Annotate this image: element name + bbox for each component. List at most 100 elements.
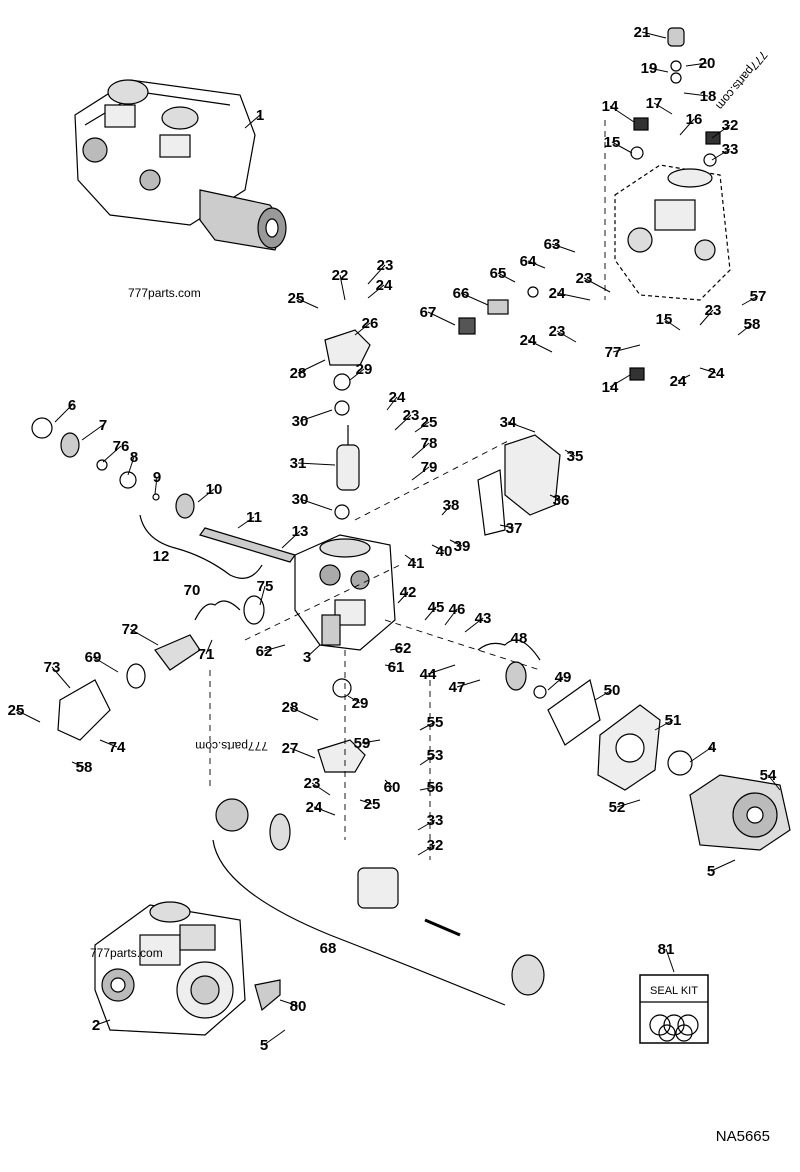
leader-line-35 xyxy=(564,449,576,457)
tandem-pump-assembly-illustration xyxy=(74,79,287,251)
callout-40: 40 xyxy=(436,543,453,560)
callout-79: 79 xyxy=(421,459,438,476)
gear-pump-illustration xyxy=(689,774,791,851)
leader-line-59 xyxy=(361,739,381,744)
callout-67: 67 xyxy=(420,304,437,321)
callout-35: 35 xyxy=(567,448,584,465)
callout-58b: 58 xyxy=(76,759,93,776)
pump-housing-illustration xyxy=(294,534,396,651)
callout-23b: 23 xyxy=(403,407,420,424)
leader-line-78 xyxy=(411,442,430,459)
callout-50: 50 xyxy=(604,682,621,699)
leader-line-42 xyxy=(397,591,409,604)
leader-line-71 xyxy=(205,639,213,655)
leader-line-75 xyxy=(259,585,266,606)
watermark: 777parts.com xyxy=(90,946,163,960)
bracket-80-illustration xyxy=(254,979,281,1012)
leader-line-24d xyxy=(527,339,553,353)
mounting-plate-illustration xyxy=(597,704,661,791)
callout-55: 55 xyxy=(427,714,444,731)
leader-line-24a xyxy=(367,284,385,299)
leader-line-67 xyxy=(427,311,456,326)
leader-line-76 xyxy=(102,445,122,463)
leader-line-7 xyxy=(81,424,104,441)
callout-30b: 30 xyxy=(292,491,309,508)
leader-line-6 xyxy=(54,404,73,423)
leader-line-79 xyxy=(411,466,430,481)
leader-line-62a xyxy=(263,644,286,652)
leader-line-33b xyxy=(417,819,436,831)
callout-72: 72 xyxy=(122,621,139,638)
leader-line-31 xyxy=(297,462,336,466)
leader-line-23c xyxy=(583,277,611,293)
callout-22: 22 xyxy=(332,267,349,284)
leader-line-27 xyxy=(289,747,316,759)
callout-4: 4 xyxy=(708,739,717,756)
callout-6: 6 xyxy=(68,397,76,414)
callout-14a: 14 xyxy=(602,98,619,115)
callout-32a: 32 xyxy=(722,117,739,134)
callout-36: 36 xyxy=(553,492,570,509)
callout-24c: 24 xyxy=(549,285,566,302)
callout-2: 2 xyxy=(92,1017,100,1034)
callout-51: 51 xyxy=(665,712,682,729)
callout-17: 17 xyxy=(646,95,663,112)
callout-28b: 28 xyxy=(282,699,299,716)
seal-rings-illustration xyxy=(31,27,721,776)
leader-line-29b xyxy=(347,695,361,704)
callout-58a: 58 xyxy=(744,316,761,333)
leader-line-21 xyxy=(641,31,667,39)
callout-29a: 29 xyxy=(356,361,373,378)
drawing-code: NA5665 xyxy=(715,1128,770,1145)
callout-18: 18 xyxy=(700,88,717,105)
leader-line-57 xyxy=(741,295,759,306)
callout-75: 75 xyxy=(257,578,274,595)
leader-line-33a xyxy=(711,148,731,161)
callout-80: 80 xyxy=(290,998,307,1015)
seal-kit-box xyxy=(639,974,709,1044)
leader-line-24g xyxy=(313,806,336,816)
cover-plate-illustration xyxy=(324,329,371,366)
leader-line-23b xyxy=(394,414,412,431)
leader-line-15b xyxy=(663,318,681,331)
leader-line-53 xyxy=(419,754,436,766)
callout-53: 53 xyxy=(427,747,444,764)
leader-line-24f xyxy=(699,367,717,374)
callout-23d: 23 xyxy=(549,323,566,340)
leader-line-14b xyxy=(609,374,631,388)
leader-line-29a xyxy=(349,368,365,381)
callout-33b: 33 xyxy=(427,812,444,829)
leader-line-19 xyxy=(648,67,669,73)
callout-28a: 28 xyxy=(290,365,307,382)
leader-line-58b xyxy=(71,761,85,768)
leader-line-41 xyxy=(404,554,417,564)
callout-20: 20 xyxy=(699,55,716,72)
callout-78: 78 xyxy=(421,435,438,452)
callout-43: 43 xyxy=(475,610,492,627)
callout-23a: 23 xyxy=(377,257,394,274)
leader-line-73 xyxy=(51,666,71,689)
callout-24g: 24 xyxy=(306,799,323,816)
leader-line-23a xyxy=(367,264,386,285)
leader-line-20 xyxy=(685,62,708,67)
callout-12: 12 xyxy=(153,548,170,565)
leader-line-51 xyxy=(654,719,674,731)
callout-11: 11 xyxy=(246,509,262,526)
gasket-illustration xyxy=(547,678,601,746)
callout-21: 21 xyxy=(634,24,651,41)
callout-77: 77 xyxy=(605,344,622,361)
leader-line-23f xyxy=(311,782,331,796)
leader-line-10 xyxy=(197,488,215,503)
drive-shaft-illustration xyxy=(199,527,296,563)
callout-63: 63 xyxy=(544,236,561,253)
leader-line-66 xyxy=(460,292,489,306)
callout-64: 64 xyxy=(520,253,537,270)
leader-line-61 xyxy=(384,664,397,668)
callout-73: 73 xyxy=(44,659,61,676)
bracket-12 xyxy=(139,514,263,579)
callout-24e: 24 xyxy=(670,373,687,390)
leader-line-28b xyxy=(289,706,319,721)
callout-70: 70 xyxy=(184,582,201,599)
leader-line-49 xyxy=(547,676,564,691)
